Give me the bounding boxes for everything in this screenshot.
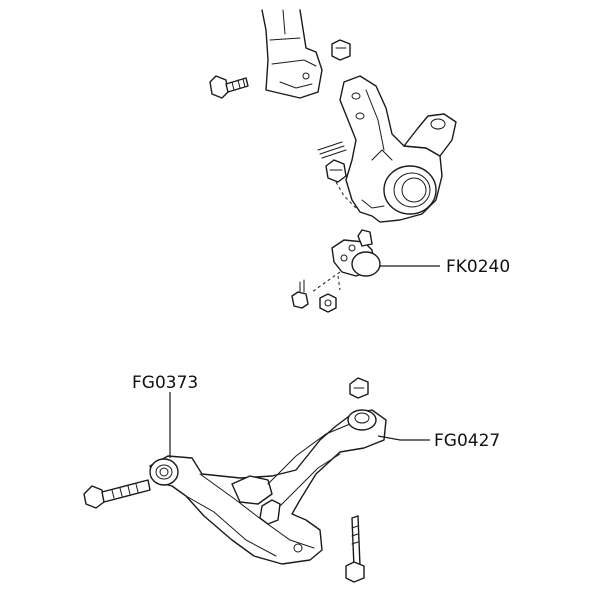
castle-nut	[317, 141, 357, 209]
strut-nut	[331, 39, 351, 61]
rear-bushing-nut	[349, 377, 369, 399]
ball-joint-nut	[319, 293, 337, 313]
strut-assembly	[261, 9, 323, 99]
strut-bolt	[209, 75, 249, 99]
ball-joint	[311, 229, 381, 293]
rear-bushing-leader	[377, 435, 430, 441]
rear-bushing	[347, 409, 377, 431]
front-bolt	[83, 479, 151, 509]
rear-bushing-label: FG0427	[434, 431, 500, 451]
front-bushing-label: FG0373	[132, 373, 198, 393]
ball-joint-label: FK0240	[446, 257, 510, 277]
lower-control-arm	[149, 409, 387, 565]
rear-bolt	[345, 515, 365, 583]
ball-joint-bolt	[291, 279, 309, 309]
steering-knuckle	[339, 75, 457, 223]
front-bushing	[149, 458, 179, 486]
